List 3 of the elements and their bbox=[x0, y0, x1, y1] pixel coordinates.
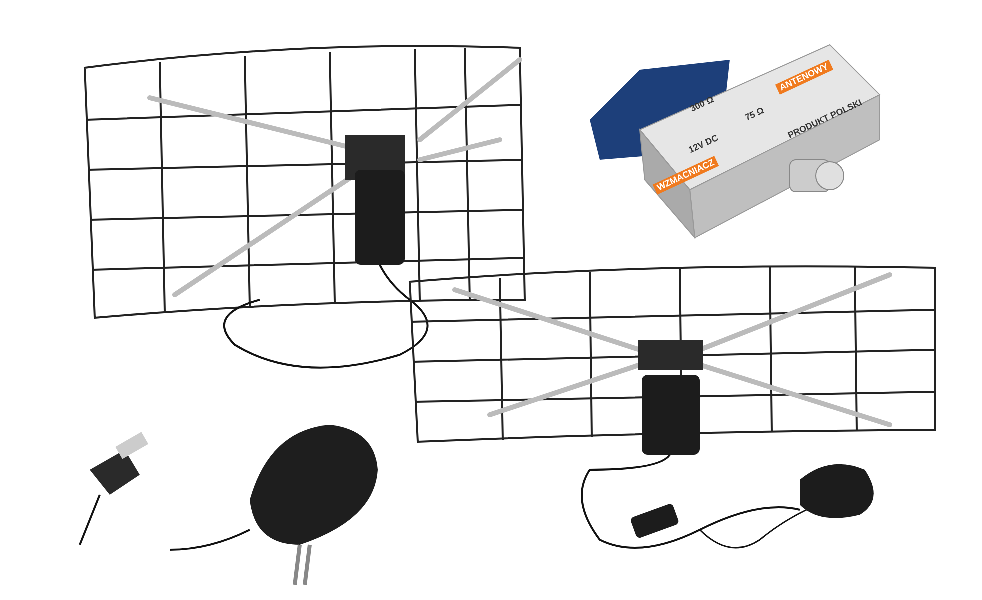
printed-label: 12V DC bbox=[688, 134, 720, 156]
printed-label: 75 Ω bbox=[744, 106, 766, 123]
printed-label: 300 Ω bbox=[689, 95, 716, 114]
